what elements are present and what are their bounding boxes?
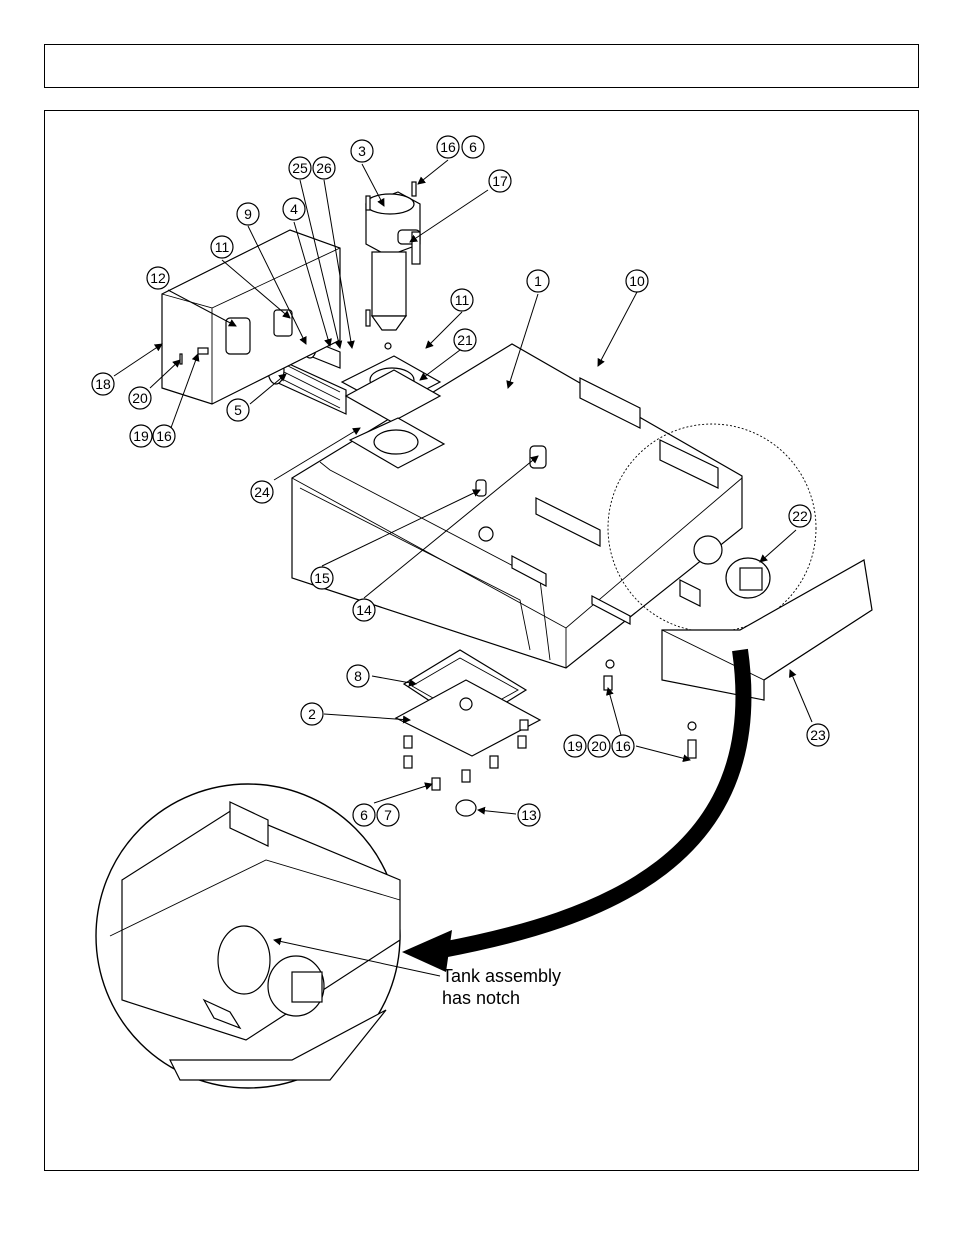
callout-15-label: 15 — [314, 570, 330, 586]
callout-4-label: 4 — [290, 201, 298, 217]
callout-18: 18 — [91, 372, 115, 396]
callout-22: 22 — [788, 504, 812, 528]
diagram-frame — [44, 110, 919, 1171]
callout-1: 1 — [526, 269, 550, 293]
callout-11-lower-label: 11 — [455, 292, 470, 308]
callout-16-left-label: 16 — [156, 428, 172, 444]
callout-19-left: 19 — [129, 424, 153, 448]
callout-14-label: 14 — [356, 602, 372, 618]
callout-8: 8 — [346, 664, 370, 688]
callout-11-upper-label: 11 — [215, 239, 230, 255]
callout-12-label: 12 — [150, 270, 166, 286]
callout-23-label: 23 — [810, 727, 826, 743]
notch-note-line2: has notch — [442, 988, 520, 1008]
callout-1-label: 1 — [534, 273, 542, 289]
cover-hardware — [403, 659, 697, 817]
detail-zone-circle — [607, 423, 817, 633]
callout-7-label: 7 — [384, 807, 392, 823]
guard-part — [661, 559, 873, 701]
callout-5-label: 5 — [234, 402, 242, 418]
callout-17: 17 — [488, 169, 512, 193]
magnify-arrowhead — [402, 930, 452, 972]
callout-25-label: 25 — [292, 160, 308, 176]
callout-19-left-label: 19 — [133, 428, 149, 444]
callout-20-bottom-label: 20 — [591, 738, 607, 754]
notch-note-line1: Tank assembly — [442, 966, 561, 986]
callout-2: 2 — [300, 702, 324, 726]
callout-16-bottom-label: 16 — [615, 738, 631, 754]
callout-26: 26 — [312, 156, 336, 180]
callout-9-label: 9 — [244, 206, 252, 222]
callout-23: 23 — [806, 723, 830, 747]
callout-3: 3 — [350, 139, 374, 163]
callout-6: 6 — [352, 803, 376, 827]
callout-13-label: 13 — [521, 807, 537, 823]
callout-15: 15 — [310, 566, 334, 590]
callout-19-bottom-label: 19 — [567, 738, 583, 754]
cleanout-cover-and-gasket — [394, 649, 542, 757]
callout-20-left-label: 20 — [132, 390, 148, 406]
callout-25: 25 — [288, 156, 312, 180]
callout-7: 7 — [376, 803, 400, 827]
callout-26-label: 26 — [316, 160, 332, 176]
callout-18-label: 18 — [95, 376, 111, 392]
callout-10-label: 10 — [629, 273, 645, 289]
callout-20-bottom: 20 — [587, 734, 611, 758]
callout-21: 21 — [453, 328, 477, 352]
callout-17-label: 17 — [492, 173, 508, 189]
callout-22-label: 22 — [792, 508, 808, 524]
callout-9: 9 — [236, 202, 260, 226]
callout-5: 5 — [226, 398, 250, 422]
callout-6-top: 6 — [461, 135, 485, 159]
callout-13: 13 — [517, 803, 541, 827]
magnify-arrow — [440, 648, 752, 958]
callout-6-top-label: 6 — [469, 139, 477, 155]
callout-24: 24 — [250, 480, 274, 504]
callout-4: 4 — [282, 197, 306, 221]
callout-11-upper: 11 — [210, 235, 234, 259]
callout-8-label: 8 — [354, 668, 362, 684]
callout-2-label: 2 — [308, 706, 316, 722]
callout-11-lower: 11 — [450, 288, 474, 312]
callout-20-left: 20 — [128, 386, 152, 410]
page-header-box — [44, 44, 919, 88]
callout-16-top-label: 16 — [440, 139, 456, 155]
callout-14: 14 — [352, 598, 376, 622]
return-filter-assembly — [365, 181, 421, 350]
callout-16-left: 16 — [152, 424, 176, 448]
callout-19-bottom: 19 — [563, 734, 587, 758]
callout-16-top: 16 — [436, 135, 460, 159]
callout-10: 10 — [625, 269, 649, 293]
leader-lines — [113, 159, 813, 815]
plug-part — [725, 557, 771, 599]
suction-flange-plates — [340, 355, 446, 469]
callout-6-label: 6 — [360, 807, 368, 823]
callout-21-label: 21 — [457, 332, 473, 348]
callout-24-label: 24 — [254, 484, 270, 500]
callout-12: 12 — [146, 266, 170, 290]
magnified-notch-detail — [95, 783, 441, 1089]
callout-16-bottom: 16 — [611, 734, 635, 758]
callout-3-label: 3 — [358, 143, 366, 159]
